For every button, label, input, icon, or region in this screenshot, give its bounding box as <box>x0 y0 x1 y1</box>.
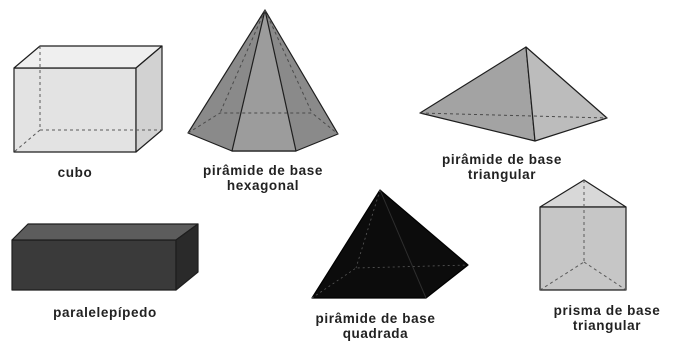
parallelepiped-label-line-1: paralelepípedo <box>53 305 157 320</box>
triangular-prism-hidden-edges <box>539 180 627 291</box>
square-pyramid-label-line-1: pirâmide de base <box>315 311 436 326</box>
triangular-prism-label-line-1: prisma de base <box>553 303 661 318</box>
triangular-pyramid-label: pirâmide de base triangular <box>427 152 577 182</box>
cube-figure <box>13 45 163 153</box>
hexagonal-pyramid-label-line-1: pirâmide de base <box>203 163 323 178</box>
triangular-prism-top-face <box>539 179 627 208</box>
parallelepiped-figure <box>11 223 199 291</box>
square-pyramid-silhouette <box>311 189 469 299</box>
parallelepiped-side-face <box>175 223 199 291</box>
triangular-prism-figure <box>539 179 627 291</box>
triangular-pyramid-label-line-1: pirâmide de base <box>442 152 562 167</box>
triangular-pyramid-right-face <box>525 46 608 142</box>
triangular-prism-label-line-2: triangular <box>572 318 642 333</box>
triangular-pyramid-left-face <box>419 46 536 142</box>
parallelepiped-label: paralelepípedo <box>20 305 190 320</box>
cube-hidden-edges <box>13 46 162 153</box>
hexagonal-pyramid-figure <box>187 9 339 152</box>
square-pyramid-label-line-2: quadrada <box>342 326 409 341</box>
cube-label: cubo <box>40 165 110 180</box>
triangular-pyramid-figure <box>419 46 608 142</box>
triangular-pyramid-hidden-edge <box>419 112 608 119</box>
hexagonal-pyramid-front-face <box>231 9 297 152</box>
square-pyramid-hidden-edges <box>311 189 469 299</box>
triangular-prism-label: prisma de base triangular <box>534 303 680 333</box>
triangular-pyramid-label-line-2: triangular <box>467 167 537 182</box>
square-pyramid-label: pirâmide de base quadrada <box>298 311 453 341</box>
square-pyramid-front-edge <box>379 189 427 299</box>
cube-front-face <box>13 67 137 153</box>
cube-label-line-1: cubo <box>57 165 93 180</box>
triangular-prism-front-face <box>539 206 627 291</box>
parallelepiped-front-face <box>11 239 177 291</box>
hexagonal-pyramid-hidden-edges <box>187 9 339 135</box>
hexagonal-pyramid-label: pirâmide de base hexagonal <box>188 163 338 193</box>
hexagonal-pyramid-label-line-2: hexagonal <box>226 178 300 193</box>
parallelepiped-top-face <box>11 223 199 241</box>
square-pyramid-figure <box>311 189 469 299</box>
